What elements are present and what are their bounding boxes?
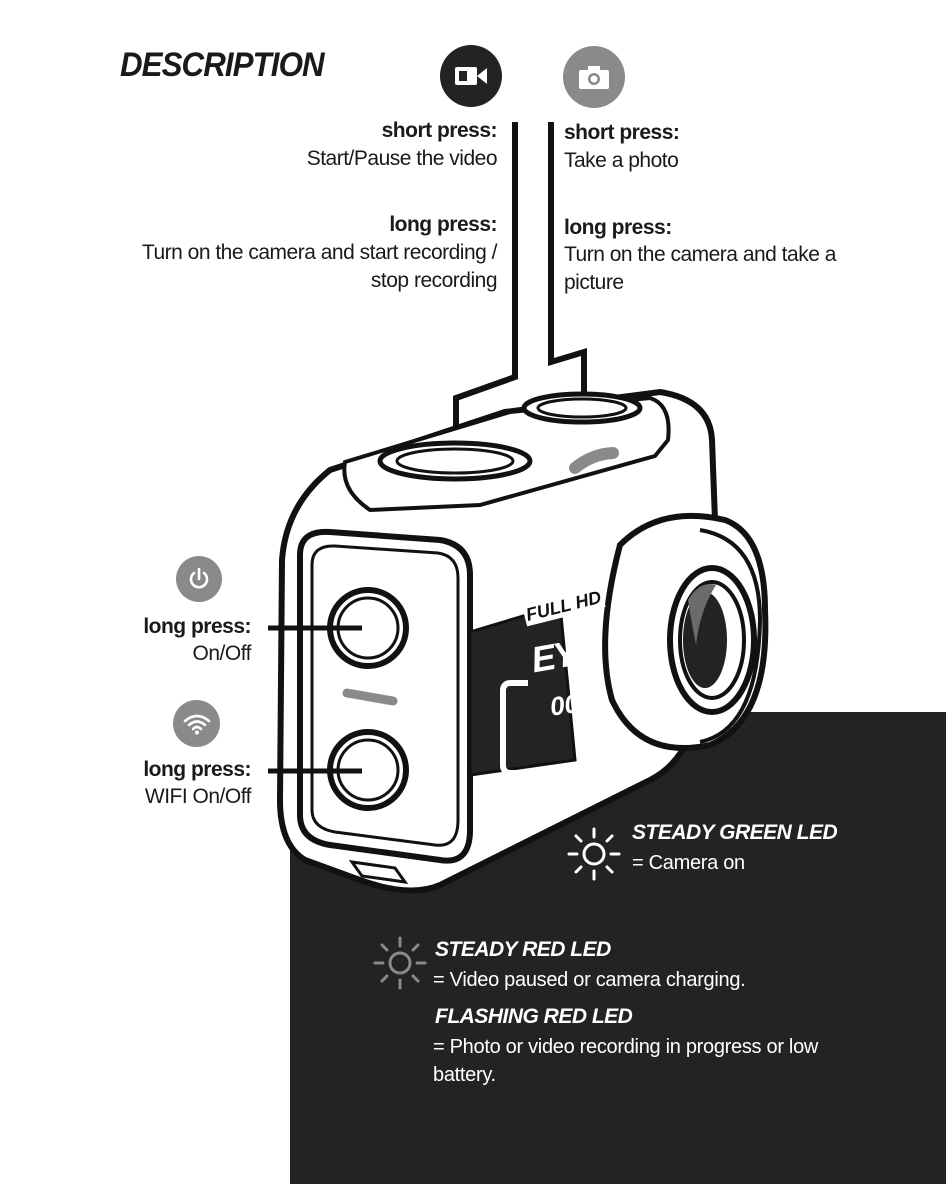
brand-model: 00 xyxy=(548,687,581,722)
page-title: DESCRIPTION xyxy=(120,46,325,84)
video-camera-icon xyxy=(440,45,502,107)
photo-long-text-2: picture xyxy=(564,271,624,294)
flashing-led-text-1: = Photo or video recording in progress o… xyxy=(433,1036,819,1058)
flashing-led-title: FLASHING RED LED xyxy=(435,1005,633,1028)
power-icon xyxy=(176,556,222,602)
wifi-icon xyxy=(173,700,220,747)
video-short-label: short press: xyxy=(381,119,498,142)
brand-logo-mark xyxy=(500,680,528,776)
flashing-led-text-2: battery. xyxy=(433,1064,496,1086)
photo-camera-icon xyxy=(563,46,625,108)
green-led-text: = Camera on xyxy=(632,852,745,874)
green-led-icon xyxy=(567,827,621,881)
photo-long-label: long press: xyxy=(564,216,672,239)
red-led-icon xyxy=(373,936,427,990)
video-short-text: Start/Pause the video xyxy=(306,147,498,170)
wifi-label: long press: xyxy=(143,758,251,781)
photo-short-label: short press: xyxy=(564,121,680,144)
photo-short-text: Take a photo xyxy=(564,149,679,172)
video-long-label: long press: xyxy=(389,213,497,236)
red-led-title: STEADY RED LED xyxy=(435,938,611,961)
wifi-text: WIFI On/Off xyxy=(144,785,252,808)
video-long-text-2: stop recording xyxy=(370,269,498,292)
power-text: On/Off xyxy=(192,642,252,665)
green-led-title: STEADY GREEN LED xyxy=(632,821,838,844)
red-led-text: = Video paused or camera charging. xyxy=(433,969,746,991)
power-label: long press: xyxy=(143,615,251,638)
photo-long-text-1: Turn on the camera and take a xyxy=(564,243,836,266)
video-long-text-1: Turn on the camera and start recording / xyxy=(141,241,498,264)
